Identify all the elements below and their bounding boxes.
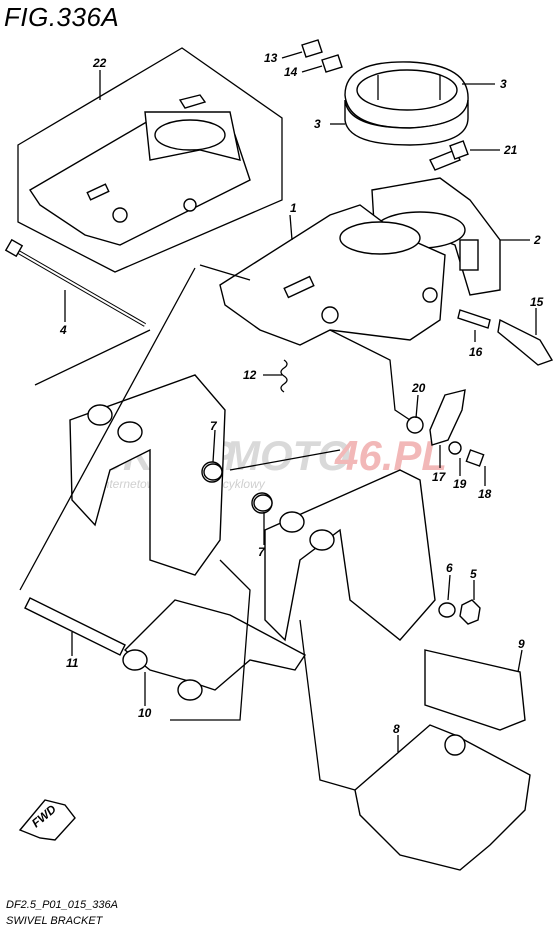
part-11-pin [24, 597, 126, 656]
part-12-spring [280, 359, 288, 393]
part-22-assembly-box [17, 47, 283, 273]
callout-7-top: 7 [210, 419, 218, 433]
part-17-20-small-parts [406, 389, 485, 467]
callout-5: 5 [470, 567, 477, 581]
callout-6: 6 [446, 561, 453, 575]
part-5-6-nut-washer [438, 599, 481, 625]
part-1-swivel-bracket [219, 204, 446, 346]
callout-16: 16 [469, 345, 483, 359]
callouts: 1 2 3 3 4 5 6 7 7 8 9 10 11 12 13 14 15 … [59, 51, 544, 752]
right-bracket [251, 469, 436, 642]
callout-2: 2 [533, 233, 541, 247]
part-8-base [354, 724, 531, 871]
figure-title: FIG.336A [4, 2, 120, 32]
watermark-brand-right: 46.PL [334, 432, 447, 479]
callout-11: 11 [66, 656, 79, 670]
callout-3-top: 3 [500, 77, 507, 91]
callout-10: 10 [138, 706, 152, 720]
callout-22: 22 [92, 56, 107, 70]
callout-15: 15 [530, 295, 544, 309]
callout-21: 21 [503, 143, 518, 157]
callout-3-bottom: 3 [314, 117, 321, 131]
callout-17: 17 [432, 470, 447, 484]
callout-7-bottom: 7 [258, 545, 266, 559]
part-3-bushings [344, 61, 469, 146]
callout-19: 19 [453, 477, 467, 491]
figure-code: DF2.5_P01_015_336A [6, 899, 118, 911]
part-7-washers [203, 463, 273, 512]
figure-name: SWIVEL BRACKET [6, 915, 103, 927]
callout-14: 14 [284, 65, 298, 79]
part-4-long-bolt [4, 238, 146, 327]
callout-13: 13 [264, 51, 278, 65]
part-9-cover [424, 649, 526, 731]
fwd-arrow-icon: FWD [18, 799, 76, 841]
callout-20: 20 [411, 381, 426, 395]
part-21-bolt [429, 140, 469, 171]
callout-1: 1 [290, 201, 297, 215]
callout-18: 18 [478, 487, 492, 501]
callout-12: 12 [243, 368, 257, 382]
assembly-lines [19, 264, 411, 791]
part-15-16-screw-spring [457, 309, 554, 366]
callout-4: 4 [59, 323, 67, 337]
part-13-14-pads [301, 39, 343, 73]
watermark-brand-mid: MOTO [225, 432, 350, 479]
callout-8: 8 [393, 722, 400, 736]
part-10-bracket [122, 599, 307, 701]
callout-9: 9 [518, 637, 525, 651]
